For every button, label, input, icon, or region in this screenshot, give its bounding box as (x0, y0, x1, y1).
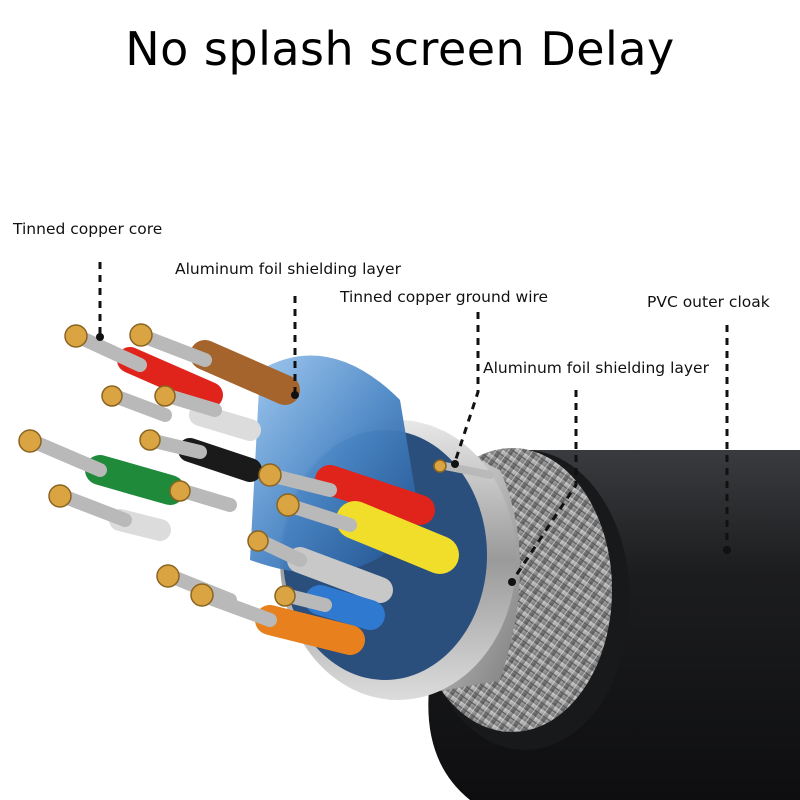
leader-ground (453, 312, 480, 463)
leader-lines (98, 262, 729, 581)
label-tinned-copper-ground-wire: Tinned copper ground wire (340, 288, 549, 306)
label-pvc-outer-cloak: PVC outer cloak (647, 293, 770, 311)
label-aluminum-foil-inner: Aluminum foil shielding layer (175, 260, 401, 278)
copper-core-ends (18, 323, 447, 607)
label-aluminum-foil-outer: Aluminum foil shielding layer (483, 359, 709, 377)
label-tinned-copper-core: Tinned copper core (13, 220, 163, 238)
leader-dots (96, 333, 731, 586)
page-title: No splash screen Delay (125, 22, 675, 76)
leader-foil-outer (511, 390, 578, 581)
